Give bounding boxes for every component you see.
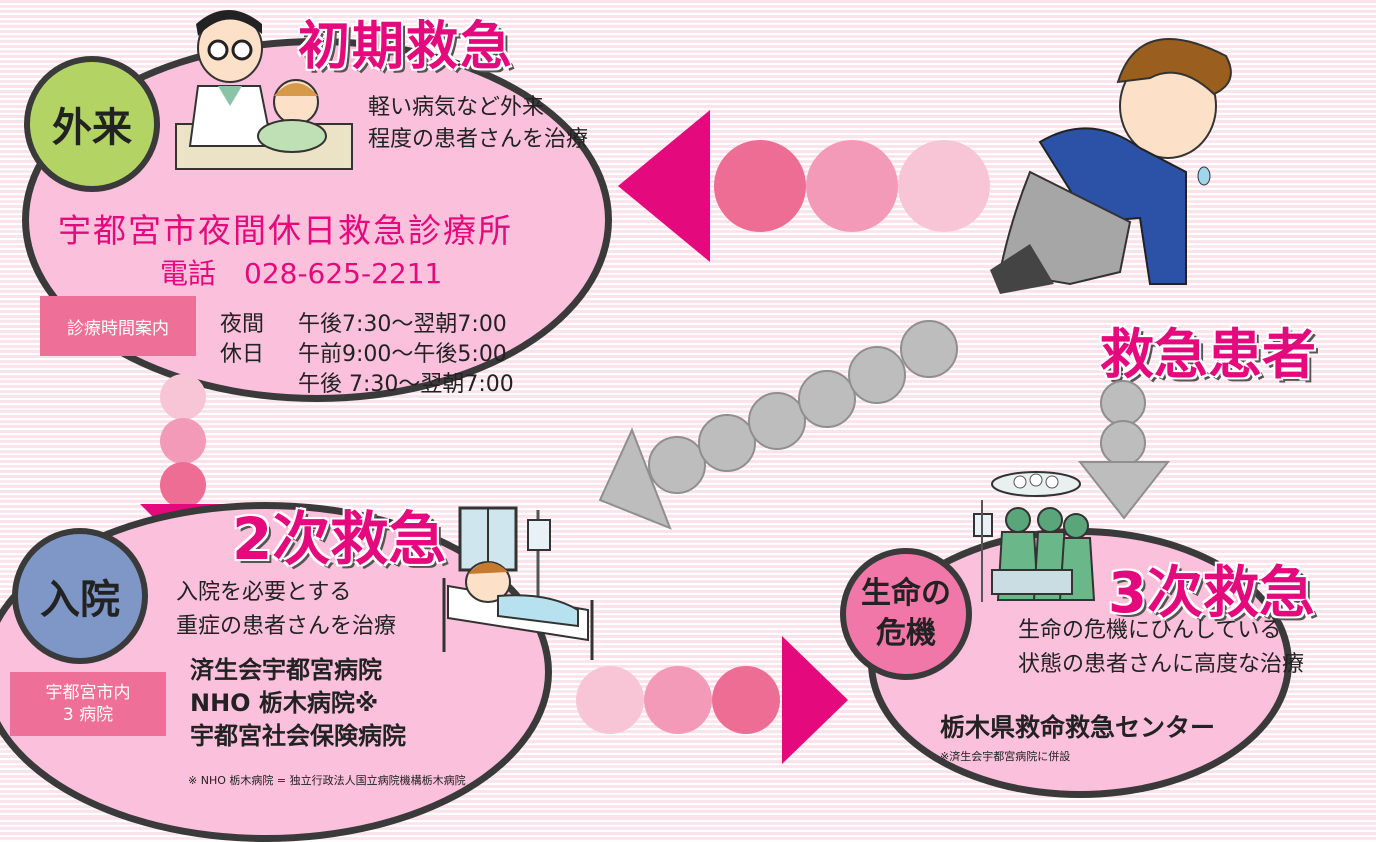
primary-badge: 外来	[24, 56, 160, 192]
gray-dot	[648, 436, 706, 494]
area-label-line: 3 病院	[62, 705, 114, 725]
hours-time: 午後 7:30～翌朝7:00	[298, 372, 514, 397]
tertiary-facility-name: 栃木県救命救急センター	[940, 713, 1216, 742]
hospital-bed-icon	[442, 506, 594, 660]
pink-dot	[160, 418, 206, 464]
primary-phone: 電話 028-625-2211	[160, 257, 443, 290]
secondary-description-line: 入院を必要とする	[176, 580, 352, 605]
hospital-name: 済生会宇都宮病院	[190, 656, 382, 684]
kneeling-patient-icon	[990, 38, 1232, 294]
area-label-line: 宇都宮市内	[45, 683, 131, 703]
primary-hours-table: 夜間 午後7:30～翌朝7:00 休日 午前9:00～午後5:00 午後 7:30～…	[220, 310, 514, 400]
gray-dot	[900, 320, 958, 378]
primary-hours-label: 診療時間案内	[40, 296, 196, 356]
doctor-baby-icon	[175, 10, 353, 170]
primary-badge-label: 外来	[52, 105, 132, 151]
tertiary-description: 生命の危機にひんしている 状態の患者さんに高度な治療	[1018, 614, 1304, 682]
hours-day: 休日	[220, 342, 265, 367]
gray-dot	[698, 414, 756, 472]
secondary-badge: 入院	[12, 528, 148, 664]
hospital-name: 宇都宮社会保険病院	[190, 722, 406, 750]
hours-row: 夜間 午後7:30～翌朝7:00	[220, 310, 514, 340]
tertiary-description-line: 状態の患者さんに高度な治療	[1018, 652, 1305, 677]
primary-description-line: 軽い病気など外来	[368, 95, 545, 120]
gray-arrowhead-down	[1077, 461, 1171, 520]
secondary-area-label: 宇都宮市内 3 病院	[10, 672, 166, 736]
tertiary-title: 3次救急	[1108, 561, 1315, 626]
pink-dot	[160, 462, 206, 508]
primary-facility-name: 宇都宮市夜間休日救急診療所	[58, 211, 513, 250]
hours-time: 午前9:00～午後5:00	[298, 342, 507, 367]
secondary-footnote: ※ NHO 栃木病院 = 独立行政法人国立病院機構栃木病院	[188, 774, 466, 787]
patient-label: 救急患者	[1100, 323, 1316, 386]
arrow-to-tertiary	[576, 636, 848, 764]
hours-row: 午後 7:30～翌朝7:00	[220, 370, 514, 400]
secondary-hospital-list: 済生会宇都宮病院 NHO 栃木病院※ 宇都宮社会保険病院	[190, 654, 406, 753]
gray-dot	[748, 392, 806, 450]
surgery-team-icon	[973, 471, 1096, 602]
secondary-badge-label: 入院	[40, 577, 120, 623]
primary-description: 軽い病気など外来 程度の患者さんを治療	[368, 92, 588, 156]
secondary-title: 2次救急	[232, 505, 447, 573]
hospital-name: NHO 栃木病院※	[190, 689, 379, 717]
secondary-description: 入院を必要とする 重症の患者さんを治療	[176, 576, 396, 644]
tertiary-description-line: 生命の危機にひんしている	[1018, 618, 1282, 643]
gray-dot	[798, 370, 856, 428]
pink-dot	[160, 374, 206, 420]
hours-time: 午後7:30～翌朝7:00	[298, 312, 507, 337]
hours-row: 休日 午前9:00～午後5:00	[220, 340, 514, 370]
primary-title: 初期救急	[298, 17, 515, 77]
gray-dot	[848, 346, 906, 404]
tertiary-badge-label: 危機	[876, 616, 936, 651]
primary-description-line: 程度の患者さんを治療	[368, 127, 589, 152]
gray-dot	[1100, 420, 1146, 466]
tertiary-badge: 生命の 危機	[840, 548, 972, 680]
tertiary-note: ※済生会宇都宮病院に併設	[940, 750, 1071, 763]
arrow-to-primary	[618, 110, 990, 262]
gray-arrowhead-left	[598, 427, 672, 530]
hours-day: 夜間	[220, 312, 265, 337]
tertiary-badge-label: 生命の	[861, 576, 951, 611]
secondary-description-line: 重症の患者さんを治療	[176, 614, 397, 639]
